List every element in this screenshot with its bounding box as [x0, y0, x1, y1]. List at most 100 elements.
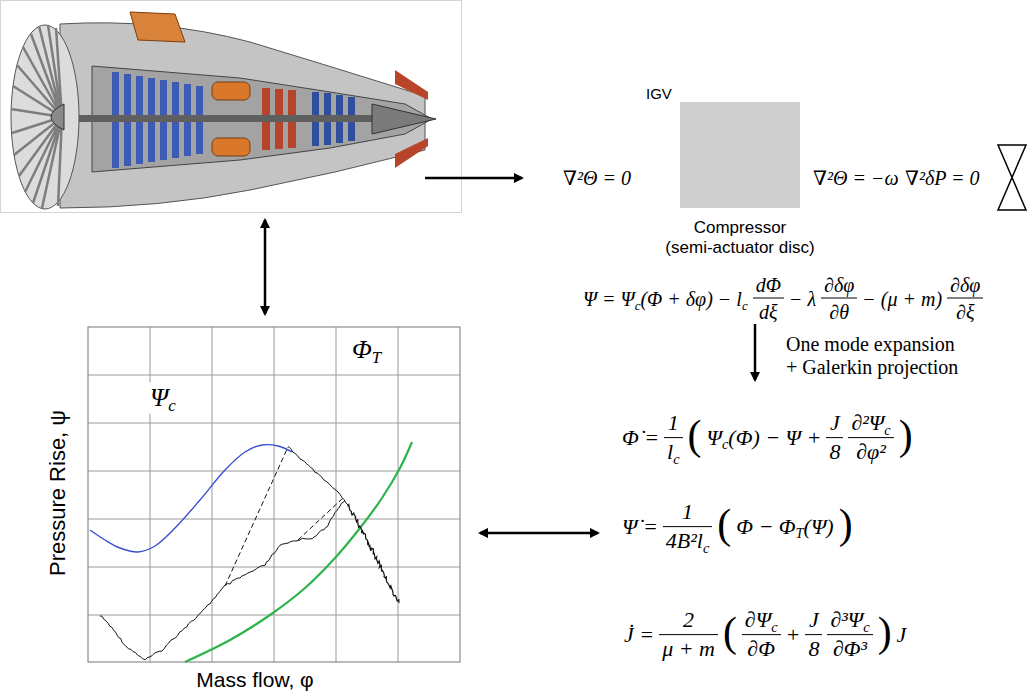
equation-term: ∂Φ³ — [833, 637, 867, 662]
equation-term: Φ − Φ — [736, 514, 795, 539]
equation-group: Ψ = Ψc(Φ + δφ) − lc — [583, 286, 748, 310]
fan-spinner — [51, 104, 64, 130]
fraction: ∂³Ψc ∂Φ³ — [827, 607, 872, 663]
fraction: 14B²lc — [663, 499, 713, 555]
equation-group: ( — [723, 614, 737, 656]
equation-term: dΦ — [756, 274, 781, 296]
equation-term: ∂δφ — [950, 274, 980, 296]
equation-group: Φ̇ = — [622, 425, 659, 451]
bracket: ) — [839, 501, 853, 547]
numerator: J — [827, 410, 843, 437]
equation: J̇ =2μ + m(∂Ψc∂Φ+J8∂³Ψc∂Φ³)J — [624, 607, 906, 663]
subscript: c — [673, 451, 679, 467]
equation-group: − (μ + m) — [862, 286, 942, 310]
nacelle-part — [130, 12, 185, 42]
equation: Ψ = Ψc(Φ + δφ) − lcdΦdξ− λ∂δφ∂θ− (μ + m)… — [583, 273, 983, 324]
bracket: ( — [723, 609, 737, 655]
equation-group: J̇ = — [624, 622, 654, 648]
denominator: μ + m — [659, 635, 718, 663]
numerator: 1 — [679, 499, 696, 526]
equation-group: Ψc(Φ) − Ψ + — [707, 425, 822, 451]
plot-border — [88, 327, 460, 662]
subscript: c — [168, 397, 176, 416]
bracket: ( — [688, 412, 702, 458]
dashed-jump — [298, 498, 343, 540]
equation-term: (Ψ) — [804, 514, 834, 539]
equation-group: ) — [839, 506, 853, 548]
numerator: ∂³Ψc — [827, 607, 872, 634]
fraction: 1lc — [664, 410, 682, 466]
compressor-box: Compressor(semi-actuator disc) — [680, 102, 800, 208]
field-equation: ∇²Θ = −ω — [813, 166, 899, 190]
equation-term: (Φ + δφ) − l — [640, 287, 741, 309]
subscript: T — [796, 525, 804, 541]
denominator: ∂ξ — [947, 298, 983, 324]
measured-curve — [348, 505, 399, 603]
equation-term: J̇ = — [624, 622, 654, 647]
exhaust-cone — [372, 104, 436, 134]
equation-term: Φ̇ = — [622, 425, 659, 450]
equation-group: ( — [717, 506, 731, 548]
engine-shaft — [60, 115, 420, 122]
combustor — [212, 82, 250, 100]
measured-curve — [100, 500, 345, 660]
throttle-symbol — [998, 145, 1026, 210]
numerator: dΦ — [753, 273, 784, 298]
equation-group: ( — [688, 417, 702, 459]
fraction: ∂δφ∂θ — [821, 273, 857, 324]
axis-label: Pressure Rise, ψ — [45, 410, 71, 576]
bracket: ( — [717, 501, 731, 547]
subscript: T — [372, 349, 381, 368]
equation-term: ∂φ² — [856, 440, 886, 465]
double-arrow — [264, 220, 267, 314]
fraction: J8 — [826, 410, 843, 466]
exhaust-part — [395, 138, 428, 168]
numerator: ∂²Ψc — [848, 410, 893, 437]
equation-group: Ψc — [150, 382, 176, 413]
numerator: 2 — [680, 607, 697, 634]
equation-term: − (μ + m) — [862, 287, 942, 309]
bracket: ) — [899, 412, 913, 458]
equation-term: Φ — [352, 335, 372, 364]
throttle-curve — [185, 442, 412, 662]
equation-group: + — [786, 622, 801, 648]
denominator: ∂Φ — [742, 635, 781, 663]
fraction: ∂Ψc∂Φ — [742, 607, 781, 663]
denominator: dξ — [753, 298, 784, 324]
equation-term: J — [830, 410, 840, 435]
equation-term: ∂²Ψ — [851, 410, 884, 435]
numerator: J — [806, 607, 822, 634]
equation-term: dξ — [759, 301, 778, 323]
inlet-guide-vane-label: IGV — [646, 85, 672, 103]
equation: Ψc — [148, 382, 178, 413]
field-equation: ∇²Θ = 0 — [563, 166, 631, 190]
equation-term: J — [809, 607, 819, 632]
engine-casing — [60, 23, 425, 208]
equation-term: 8 — [808, 637, 819, 662]
fraction: ∂²Ψc ∂φ² — [848, 410, 893, 466]
double-arrow — [480, 532, 598, 535]
image-frame — [1, 1, 462, 213]
method-note: One mode expansion + Galerkin projection — [786, 333, 964, 379]
equation-term: ∂ξ — [956, 301, 974, 323]
equation-term: − λ — [789, 287, 816, 309]
equation-term: + — [786, 622, 801, 647]
subscript: c — [703, 540, 709, 556]
node-caption: Compressor(semi-actuator disc) — [665, 218, 814, 257]
numerator: ∂δφ — [947, 273, 983, 298]
flow-arrows — [265, 178, 755, 533]
model-curve — [90, 445, 292, 552]
plot-frame — [88, 327, 460, 662]
fraction: dΦ dξ — [753, 273, 784, 324]
equation-group: ΦT — [352, 334, 381, 365]
grid-lines — [88, 327, 460, 662]
numerator: 1 — [665, 410, 682, 437]
equation-group: Φ − ΦT(Ψ) — [736, 514, 833, 540]
combustor — [212, 138, 250, 156]
equation-term: ∂θ — [829, 301, 849, 323]
equation-term: Ψ — [150, 383, 168, 412]
plot-curves — [90, 442, 412, 662]
denominator: ∂φ² — [848, 438, 893, 466]
equation-term: 8 — [829, 440, 840, 465]
equation-term: ∂Φ — [747, 637, 775, 662]
